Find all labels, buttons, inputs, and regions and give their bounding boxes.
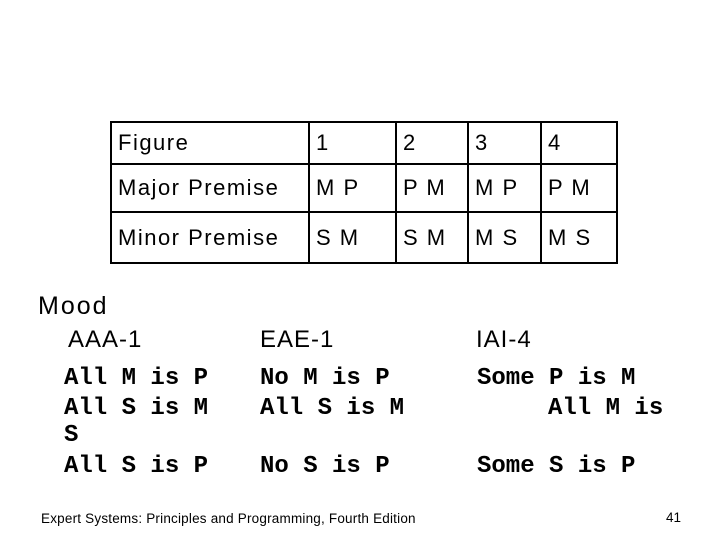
mood-statement-eae1-major: No M is P [260, 365, 390, 392]
mood-header-iai-4: IAI-4 [476, 326, 532, 353]
mood-statement-iai4-major: Some P is M [477, 365, 636, 392]
figure-number-cell: 2 [395, 121, 469, 165]
mood-statement-eae1-minor: All S is M [260, 395, 405, 422]
mood-statement-eae1-conclusion: No S is P [260, 453, 390, 480]
figure-row-label: Figure [110, 121, 310, 165]
table-row: Figure 1 2 3 4 [110, 121, 618, 165]
footer-book-title: Expert Systems: Principles and Programmi… [41, 511, 416, 526]
figure-number-cell: 4 [540, 121, 618, 165]
minor-premise-row-label: Minor Premise [110, 211, 310, 264]
mood-statement-wrap-overflow: S [64, 422, 79, 449]
major-premise-cell: P M [395, 163, 469, 213]
major-premise-row-label: Major Premise [110, 163, 310, 213]
figure-number-cell: 3 [467, 121, 542, 165]
mood-statement-aaa1-conclusion: All S is P [64, 453, 209, 480]
mood-header-aaa-1: AAA-1 [68, 326, 143, 353]
major-premise-cell: M P [308, 163, 397, 213]
major-premise-cell: M P [467, 163, 542, 213]
minor-premise-cell: S M [308, 211, 397, 264]
figure-table: Figure 1 2 3 4 Major Premise M P P M M P… [110, 121, 618, 264]
mood-statement-iai4-minor-wrapped: All M is [548, 395, 664, 422]
mood-header-eae-1: EAE-1 [260, 326, 335, 353]
mood-heading: Mood [38, 292, 109, 320]
figure-number-cell: 1 [308, 121, 397, 165]
mood-statement-aaa1-major: All M is P [64, 365, 209, 392]
minor-premise-cell: M S [540, 211, 618, 264]
minor-premise-cell: M S [467, 211, 542, 264]
major-premise-cell: P M [540, 163, 618, 213]
mood-statement-aaa1-minor: All S is M [64, 395, 209, 422]
table-row: Minor Premise S M S M M S M S [110, 211, 618, 264]
minor-premise-cell: S M [395, 211, 469, 264]
page-number: 41 [666, 510, 682, 525]
table-row: Major Premise M P P M M P P M [110, 163, 618, 213]
mood-statement-iai4-conclusion: Some S is P [477, 453, 636, 480]
